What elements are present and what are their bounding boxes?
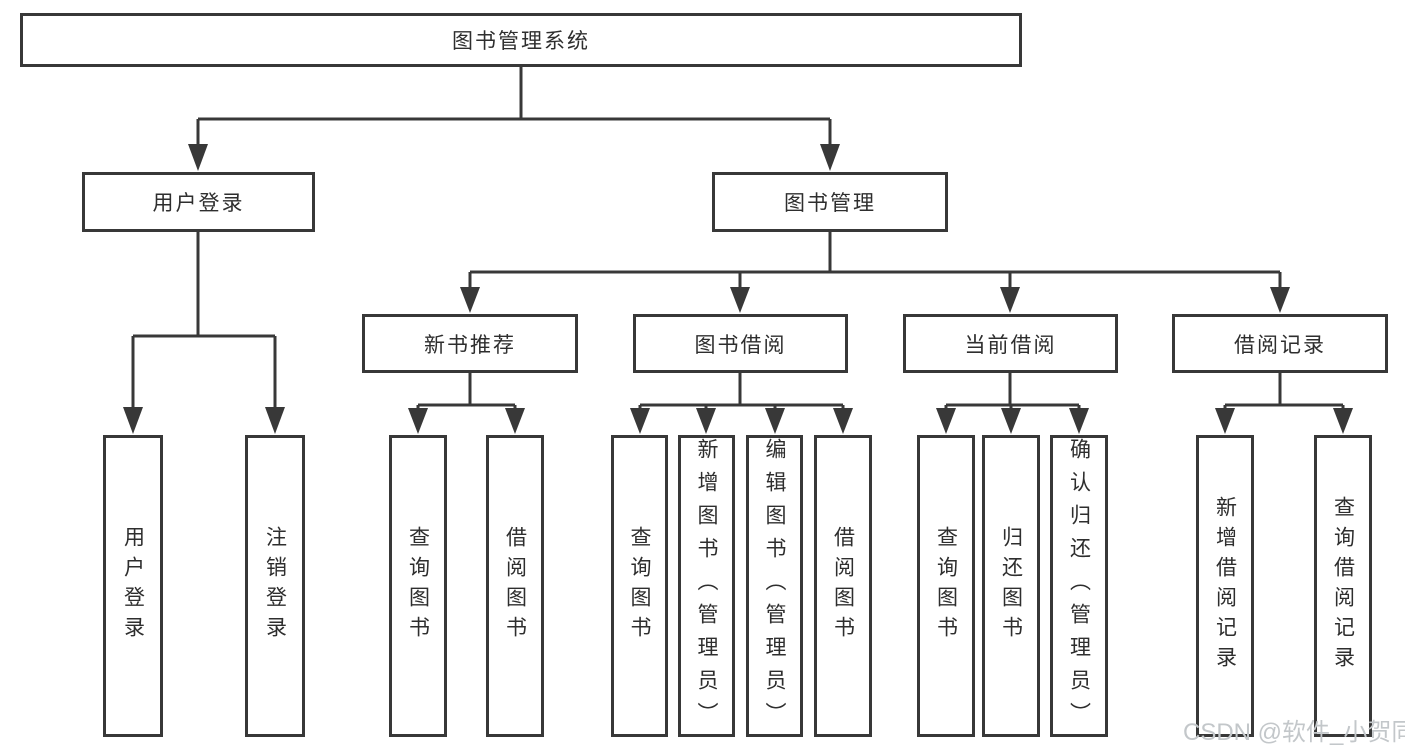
connector-book-borrowing-children — [638, 373, 845, 410]
node-current-borrowing: 当前借阅 — [903, 314, 1118, 373]
node-query-books-1: 查询图书 — [389, 435, 447, 737]
arrowhead-new-book-recommend — [460, 287, 480, 313]
arrowhead-query-books-1 — [408, 408, 428, 434]
node-query-books-2: 查询图书 — [611, 435, 668, 737]
node-confirm-return-admin: 确认归还（管理员） — [1050, 435, 1108, 737]
node-book-management: 图书管理 — [712, 172, 948, 232]
connector-current-borrowing-children — [944, 373, 1081, 410]
csdn-watermark: CSDN @软件_小贺同学 — [1183, 719, 1405, 746]
connector-book-management-children — [468, 232, 1282, 289]
node-library-management-system: 图书管理系统 — [20, 13, 1022, 67]
connector-root-to-level2 — [196, 67, 832, 146]
node-return-books: 归还图书 — [982, 435, 1040, 737]
arrowhead-return-books — [1001, 408, 1021, 434]
arrowhead-user-login — [188, 144, 208, 171]
arrowhead-add-borrow-record — [1215, 408, 1235, 434]
arrowhead-borrow-books-1 — [505, 408, 525, 434]
arrowhead-query-books-2 — [630, 408, 650, 434]
node-user-login-leaf: 用户登录 — [103, 435, 163, 737]
arrowhead-book-borrowing — [730, 287, 750, 313]
node-edit-books-admin: 编辑图书（管理员） — [746, 435, 803, 737]
connector-new-book-recommend-children — [416, 373, 517, 410]
arrowhead-edit-books-admin — [765, 408, 785, 434]
arrowhead-current-borrowing — [1000, 287, 1020, 313]
arrowhead-user-login-leaf — [123, 407, 143, 434]
node-query-borrow-record: 查询借阅记录 — [1314, 435, 1372, 737]
node-user-login: 用户登录 — [82, 172, 315, 232]
node-add-books-admin: 新增图书（管理员） — [678, 435, 735, 737]
arrowhead-query-borrow-record — [1333, 408, 1353, 434]
node-query-books-3: 查询图书 — [917, 435, 975, 737]
arrowhead-add-books-admin — [696, 408, 716, 434]
arrowhead-book-management — [820, 144, 840, 171]
arrowhead-borrow-books-2 — [833, 408, 853, 434]
node-borrowing-records: 借阅记录 — [1172, 314, 1388, 373]
node-logout: 注销登录 — [245, 435, 305, 737]
arrowhead-confirm-return-admin — [1069, 408, 1089, 434]
connector-borrowing-records-children — [1223, 373, 1345, 410]
node-borrow-books-2: 借阅图书 — [814, 435, 872, 737]
arrowhead-borrowing-records — [1270, 287, 1290, 313]
node-add-borrow-record: 新增借阅记录 — [1196, 435, 1254, 737]
arrowhead-logout — [265, 407, 285, 434]
node-new-book-recommend: 新书推荐 — [362, 314, 578, 373]
arrowhead-query-books-3 — [936, 408, 956, 434]
connector-user-login-children — [131, 232, 277, 409]
node-borrow-books-1: 借阅图书 — [486, 435, 544, 737]
node-book-borrowing: 图书借阅 — [633, 314, 848, 373]
